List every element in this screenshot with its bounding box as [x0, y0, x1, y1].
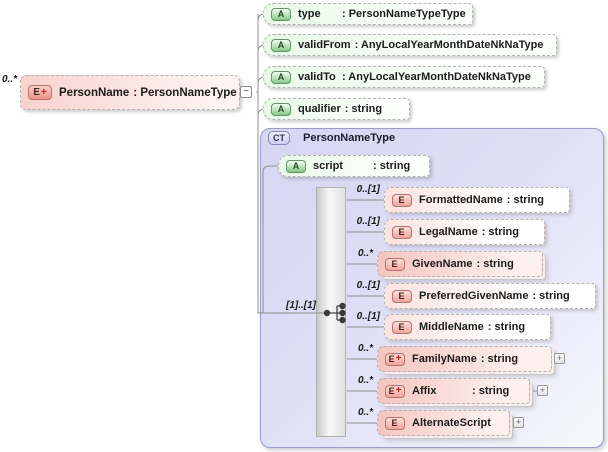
element-icon: E+ [385, 352, 405, 366]
attribute-icon: A [286, 159, 306, 173]
attribute-type: : PersonNameTypeType [342, 8, 466, 20]
expand-icon[interactable]: + [513, 417, 524, 428]
element-node-givenname[interactable]: E GivenName : string [377, 251, 543, 277]
attribute-name: qualifier [298, 103, 341, 115]
element-type: : string [481, 226, 519, 238]
element-icon: E [392, 320, 412, 334]
attribute-type: : AnyLocalYearMonthDateNkNaType [354, 39, 544, 51]
element-name: GivenName [412, 258, 473, 270]
element-icon: E [385, 257, 405, 271]
attribute-icon: A [271, 38, 291, 52]
element-name: MiddleName [419, 321, 484, 333]
occurrence-label: 0..[1] [356, 280, 380, 291]
occurrence-label: 0..* [357, 407, 373, 418]
expand-icon[interactable]: + [554, 353, 565, 364]
element-type: : string [476, 258, 514, 270]
attribute-name: validFrom [298, 39, 351, 51]
attribute-name: type [298, 8, 321, 20]
attribute-type: : string [344, 103, 383, 115]
attribute-node-type[interactable]: A type : PersonNameTypeType [263, 3, 473, 25]
element-icon: E+ [385, 384, 405, 398]
occurrence-label: 0..[1] [356, 311, 380, 322]
element-name: FamilyName [412, 353, 477, 365]
attribute-icon: A [271, 102, 291, 116]
element-node-familyname[interactable]: E+ FamilyName : string [377, 346, 552, 372]
attribute-name: script [313, 160, 343, 172]
element-name: AlternateScript [412, 417, 491, 429]
element-node-legalname[interactable]: E LegalName : string [384, 219, 545, 245]
attribute-node-script[interactable]: A script : string [278, 155, 430, 177]
element-name: FormattedName [419, 194, 503, 206]
element-node-formattedname[interactable]: E FormattedName : string [384, 187, 570, 213]
element-node-alternatescript[interactable]: E AlternateScript [377, 410, 510, 436]
element-type: : PersonNameType [133, 86, 237, 99]
attribute-node-qualifier[interactable]: A qualifier : string [263, 98, 410, 120]
element-icon: E+ [28, 85, 52, 100]
element-type: : string [506, 194, 545, 206]
occurrence-label: 0..[1] [356, 184, 380, 195]
complextype-icon: CT [268, 131, 290, 145]
element-icon: E [385, 416, 405, 430]
element-type: : string [532, 290, 570, 302]
element-icon: E [392, 225, 412, 239]
attribute-type: : string [373, 160, 411, 172]
occurrence-label: 0..* [357, 248, 373, 259]
attribute-icon: A [271, 70, 291, 84]
element-icon: E [392, 289, 412, 303]
element-node-affix[interactable]: E+ Affix : string [377, 378, 530, 404]
occurrence-label: 0..[1] [356, 216, 380, 227]
root-occurrence-label: 0..* [2, 74, 18, 85]
occurrence-label: 0..* [357, 375, 373, 386]
element-node-personname[interactable]: E+ PersonName : PersonNameType [20, 75, 240, 110]
occurrence-label: 0..* [357, 343, 373, 354]
element-name: PreferredGivenName [419, 290, 529, 302]
element-name: PersonName [59, 86, 130, 99]
attribute-name: validTo [298, 71, 336, 83]
expand-icon[interactable]: + [537, 385, 548, 396]
element-icon: E [392, 193, 412, 207]
attribute-node-validto[interactable]: A validTo : AnyLocalYearMonthDateNkNaTyp… [263, 66, 545, 88]
attribute-node-validfrom[interactable]: A validFrom : AnyLocalYearMonthDateNkNaT… [263, 34, 557, 56]
collapse-toggle-icon[interactable]: − [240, 86, 252, 98]
element-node-preferredgivenname[interactable]: E PreferredGivenName : string [384, 283, 596, 309]
complextype-header: CT PersonNameType [268, 131, 395, 145]
element-name: LegalName [419, 226, 478, 238]
element-name: Affix [412, 385, 437, 397]
compositor-occurrence-label: [1]..[1] [286, 300, 316, 311]
attribute-icon: A [271, 7, 291, 21]
element-type: : string [480, 353, 519, 365]
element-type: : string [472, 385, 510, 397]
element-type: : string [487, 321, 526, 333]
complextype-name: PersonNameType [303, 132, 396, 144]
element-node-middlename[interactable]: E MiddleName : string [384, 314, 551, 340]
attribute-type: : AnyLocalYearMonthDateNkNaType [342, 71, 531, 83]
